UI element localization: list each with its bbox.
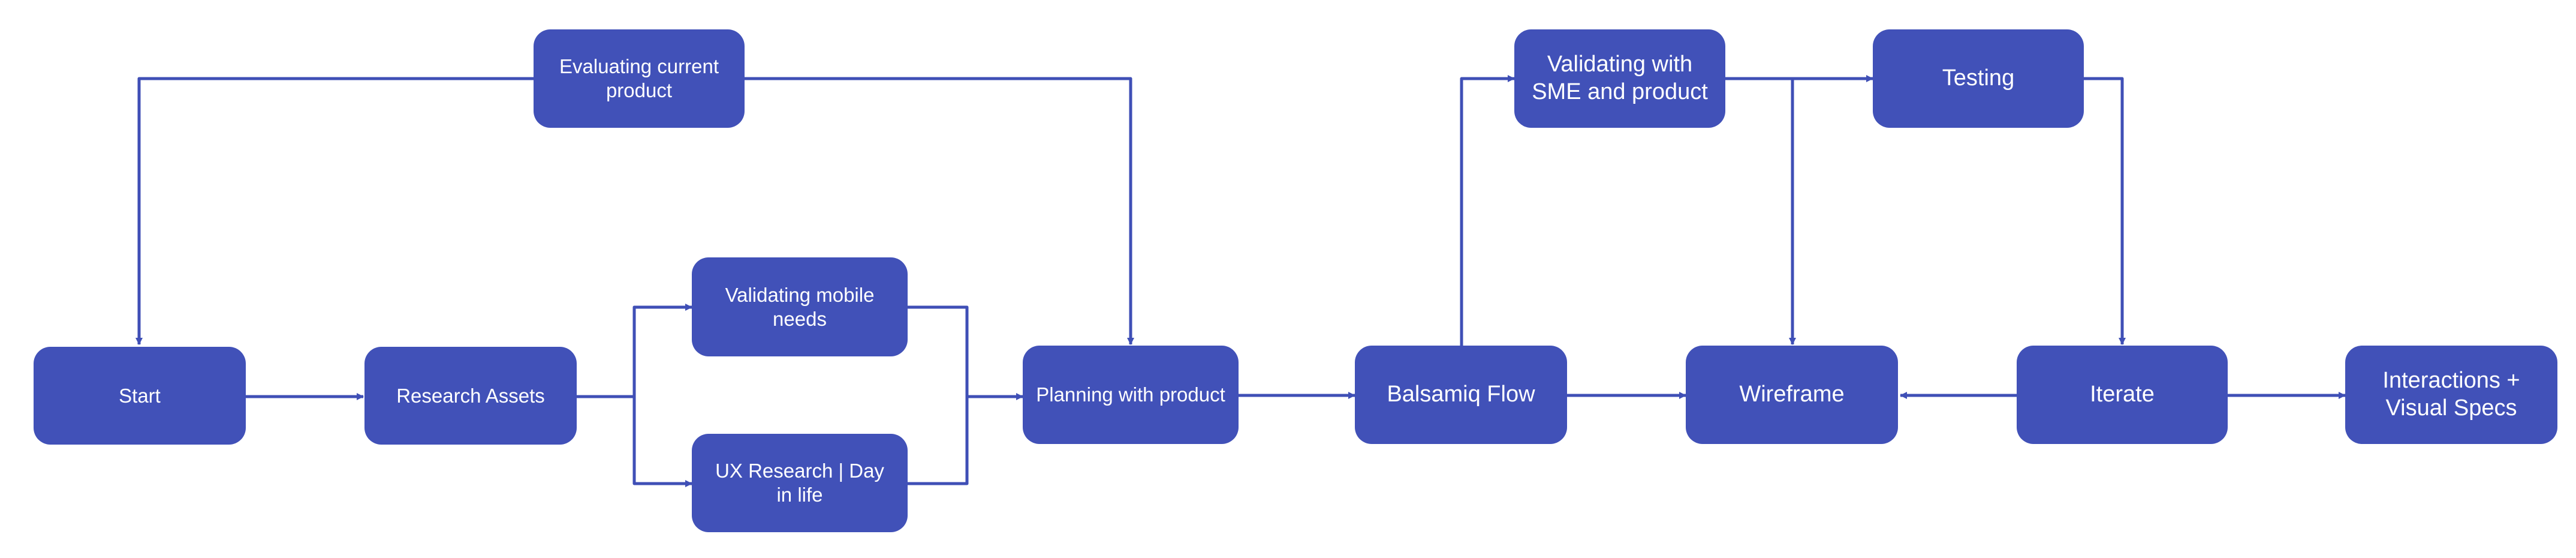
node-start-label: Start — [119, 384, 161, 407]
node-iterate-label: Iterate — [2090, 382, 2155, 407]
edge-evaluating-to-planning — [738, 75, 1134, 345]
node-wireframe[interactable]: Wireframe — [1686, 346, 1898, 444]
node-interactions-label: Interactions + Visual Specs — [2382, 368, 2520, 421]
node-research-assets-label: Research Assets — [396, 384, 545, 407]
node-balsamiq-flow[interactable]: Balsamiq Flow — [1355, 346, 1567, 444]
edge-research-assets-to-validating-mobile — [577, 304, 692, 398]
node-planning-with-product[interactable]: Planning with product — [1023, 346, 1239, 444]
edge-testing-to-iterate — [2084, 77, 2126, 345]
node-validating-mobile-needs[interactable]: Validating mobile needs — [692, 257, 908, 356]
node-interactions-visual-specs[interactable]: Interactions + Visual Specs — [2345, 346, 2557, 444]
node-ux-research-label: UX Research | Day in life — [715, 460, 884, 506]
edge-ux-research-to-planning — [908, 397, 969, 485]
node-testing-label: Testing — [1942, 65, 2015, 91]
edge-balsamiq-to-validating-sme — [1460, 75, 1515, 346]
node-validating-mobile-label: Validating mobile needs — [725, 283, 875, 330]
node-start[interactable]: Start — [34, 347, 246, 445]
node-testing[interactable]: Testing — [1873, 29, 2084, 128]
node-validating-with-sme[interactable]: Validating with SME and product — [1514, 29, 1725, 128]
node-wireframe-label: Wireframe — [1739, 382, 1845, 407]
node-research-assets[interactable]: Research Assets — [364, 347, 577, 445]
node-validating-sme-label: Validating with SME and product — [1532, 52, 1708, 104]
edge-research-assets-to-ux-research — [632, 397, 692, 487]
node-ux-research[interactable]: UX Research | Day in life — [692, 434, 908, 532]
node-evaluating-label: Evaluating current product — [559, 55, 719, 101]
node-balsamiq-label: Balsamiq Flow — [1387, 382, 1535, 407]
node-evaluating-current-product[interactable]: Evaluating current product — [534, 29, 745, 128]
edge-validating-mobile-to-planning — [908, 305, 1023, 400]
node-planning-label: Planning with product — [1036, 383, 1225, 406]
edge-evaluating-to-start — [135, 75, 540, 345]
node-iterate[interactable]: Iterate — [2017, 346, 2228, 444]
